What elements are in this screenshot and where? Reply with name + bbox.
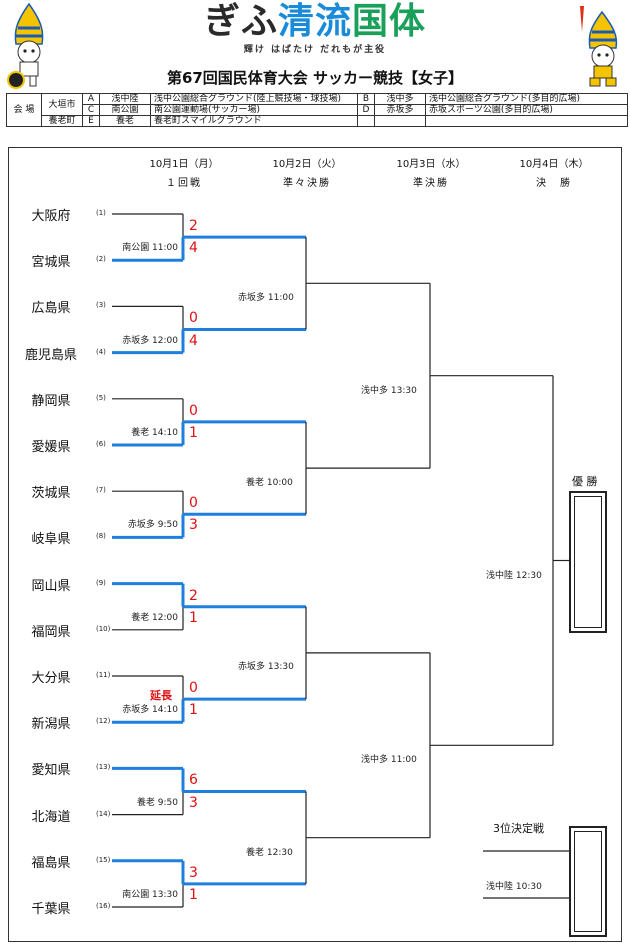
score-top: 0: [189, 495, 198, 512]
match-info: 赤坂多 12:00: [122, 335, 178, 346]
score-bottom: 3: [189, 517, 198, 534]
team-seed: (6): [96, 440, 106, 448]
match-info: 赤坂多 9:50: [127, 520, 178, 531]
venue-row: C 南公園 南公園運動場(サッカー場) D 赤坂多 赤坂スポーツ公園(多目的広場…: [7, 104, 628, 116]
team-name: 広島県: [31, 301, 71, 317]
match-info: 浅中多 13:30: [361, 386, 417, 396]
score-top: 6: [189, 772, 198, 789]
round-name: 決 勝: [536, 178, 572, 189]
team-seed: (11): [96, 671, 111, 679]
team-name: 愛知県: [31, 763, 71, 779]
team-name: 岐阜県: [31, 532, 71, 548]
mascot-right-icon: [580, 6, 618, 87]
venue-short: 養老: [99, 115, 151, 127]
score-top: 3: [189, 864, 198, 881]
team-name: 福島県: [31, 855, 71, 871]
team-name: 大阪府: [31, 209, 71, 224]
round-date: 10月1日（月）: [149, 159, 219, 170]
team-seed: (9): [96, 578, 106, 587]
extra-time-label: 延長: [150, 689, 172, 703]
venue-row: 会 場 大垣市 A 浅中陸 浅中公園総合グラウンド(陸上競技場・球技場) B 浅…: [6, 93, 628, 127]
team-seed: (1): [96, 209, 106, 217]
match-info: 赤坂多 13:30: [238, 662, 294, 672]
venue-label: 会 場: [6, 93, 42, 127]
third-place-label: 3位決定戦: [493, 822, 544, 835]
team-name: 茨城県: [31, 486, 71, 502]
score-top: 0: [189, 402, 198, 419]
winner-label: 優 勝: [572, 475, 598, 488]
round-date: 10月2日（火）: [272, 159, 342, 170]
mascot-left-icon: [7, 2, 44, 89]
team-seed: (7): [96, 486, 106, 495]
team-seed: (3): [96, 301, 106, 310]
match-info: 南公園 13:30: [122, 890, 178, 900]
team-seed: (14): [96, 809, 111, 818]
team-seed: (10): [96, 624, 111, 633]
team-name: 宮城県: [31, 255, 71, 271]
score-top: 0: [189, 310, 198, 327]
match-info: 浅中陸 12:30: [486, 571, 542, 581]
match-info: 養老 12:00: [131, 612, 178, 623]
logo: ぎふ清流国体 輝け はばたけ だれもが主役: [190, 2, 440, 58]
team-seed: (12): [96, 717, 111, 726]
logo-subtitle: 輝け はばたけ だれもが主役: [243, 45, 387, 55]
team-name: 千葉県: [31, 902, 71, 917]
team-seed: (5): [96, 393, 106, 402]
match-info: 浅中多 11:00: [361, 755, 417, 765]
score-top: 0: [189, 680, 198, 696]
team-seed: (15): [96, 855, 111, 864]
venue-name: [425, 115, 628, 127]
team-seed: (4): [96, 347, 106, 356]
round-name: 準々決勝: [283, 178, 331, 189]
venue-table: 会 場 大垣市 A 浅中陸 浅中公園総合グラウンド(陸上競技場・球技場) B 浅…: [6, 93, 628, 127]
score-top: 2: [189, 587, 198, 604]
score-bottom: 4: [189, 332, 198, 349]
match-info: 浅中陸 10:30: [486, 882, 542, 892]
match-info: 養老 10:00: [246, 478, 293, 488]
round-name: 準決勝: [413, 178, 449, 189]
third-place-box: [569, 826, 607, 937]
team-name: 新潟県: [31, 717, 71, 733]
venue-name: 養老町スマイルグラウンド: [150, 115, 358, 127]
match-info: 養老 9:50: [136, 797, 178, 808]
round-date: 10月3日（水）: [396, 159, 466, 170]
match-info: 養老 12:30: [246, 848, 293, 858]
page-title: 第67回国民体育大会 サッカー競技【女子】: [166, 69, 464, 87]
venue-code: E: [82, 115, 100, 127]
team-seed: (8): [96, 532, 106, 541]
logo-title: ぎふ清流国体: [203, 1, 427, 42]
bracket-frame: [8, 147, 622, 942]
match-info: 南公園 11:00: [122, 243, 178, 254]
round-name: １回戦: [166, 178, 202, 189]
team-name: 大分県: [31, 671, 71, 686]
winner-box: [569, 491, 607, 633]
team-seed: (13): [96, 763, 111, 772]
team-name: 愛媛県: [31, 440, 71, 455]
venue-row: 養老町 E 養老 養老町スマイルグラウンド: [7, 115, 628, 127]
score-bottom: 3: [189, 794, 198, 811]
score-top: 2: [189, 218, 198, 234]
score-bottom: 1: [189, 425, 198, 441]
team-seed: (2): [96, 255, 106, 264]
team-name: 岡山県: [31, 578, 71, 594]
score-bottom: 1: [189, 887, 198, 903]
team-name: 鹿児島県: [24, 347, 77, 363]
team-seed: (16): [96, 902, 111, 910]
team-name: 北海道: [31, 809, 71, 825]
score-bottom: 1: [189, 702, 198, 719]
match-info: 養老 14:10: [131, 428, 178, 438]
match-info: 赤坂多 11:00: [238, 293, 294, 303]
score-bottom: 1: [189, 609, 198, 626]
score-bottom: 4: [189, 240, 198, 257]
round-date: 10月4日（木）: [519, 159, 589, 170]
team-name: 福岡県: [31, 624, 71, 640]
match-info: 赤坂多 14:10: [122, 705, 178, 716]
team-name: 静岡県: [31, 393, 71, 409]
